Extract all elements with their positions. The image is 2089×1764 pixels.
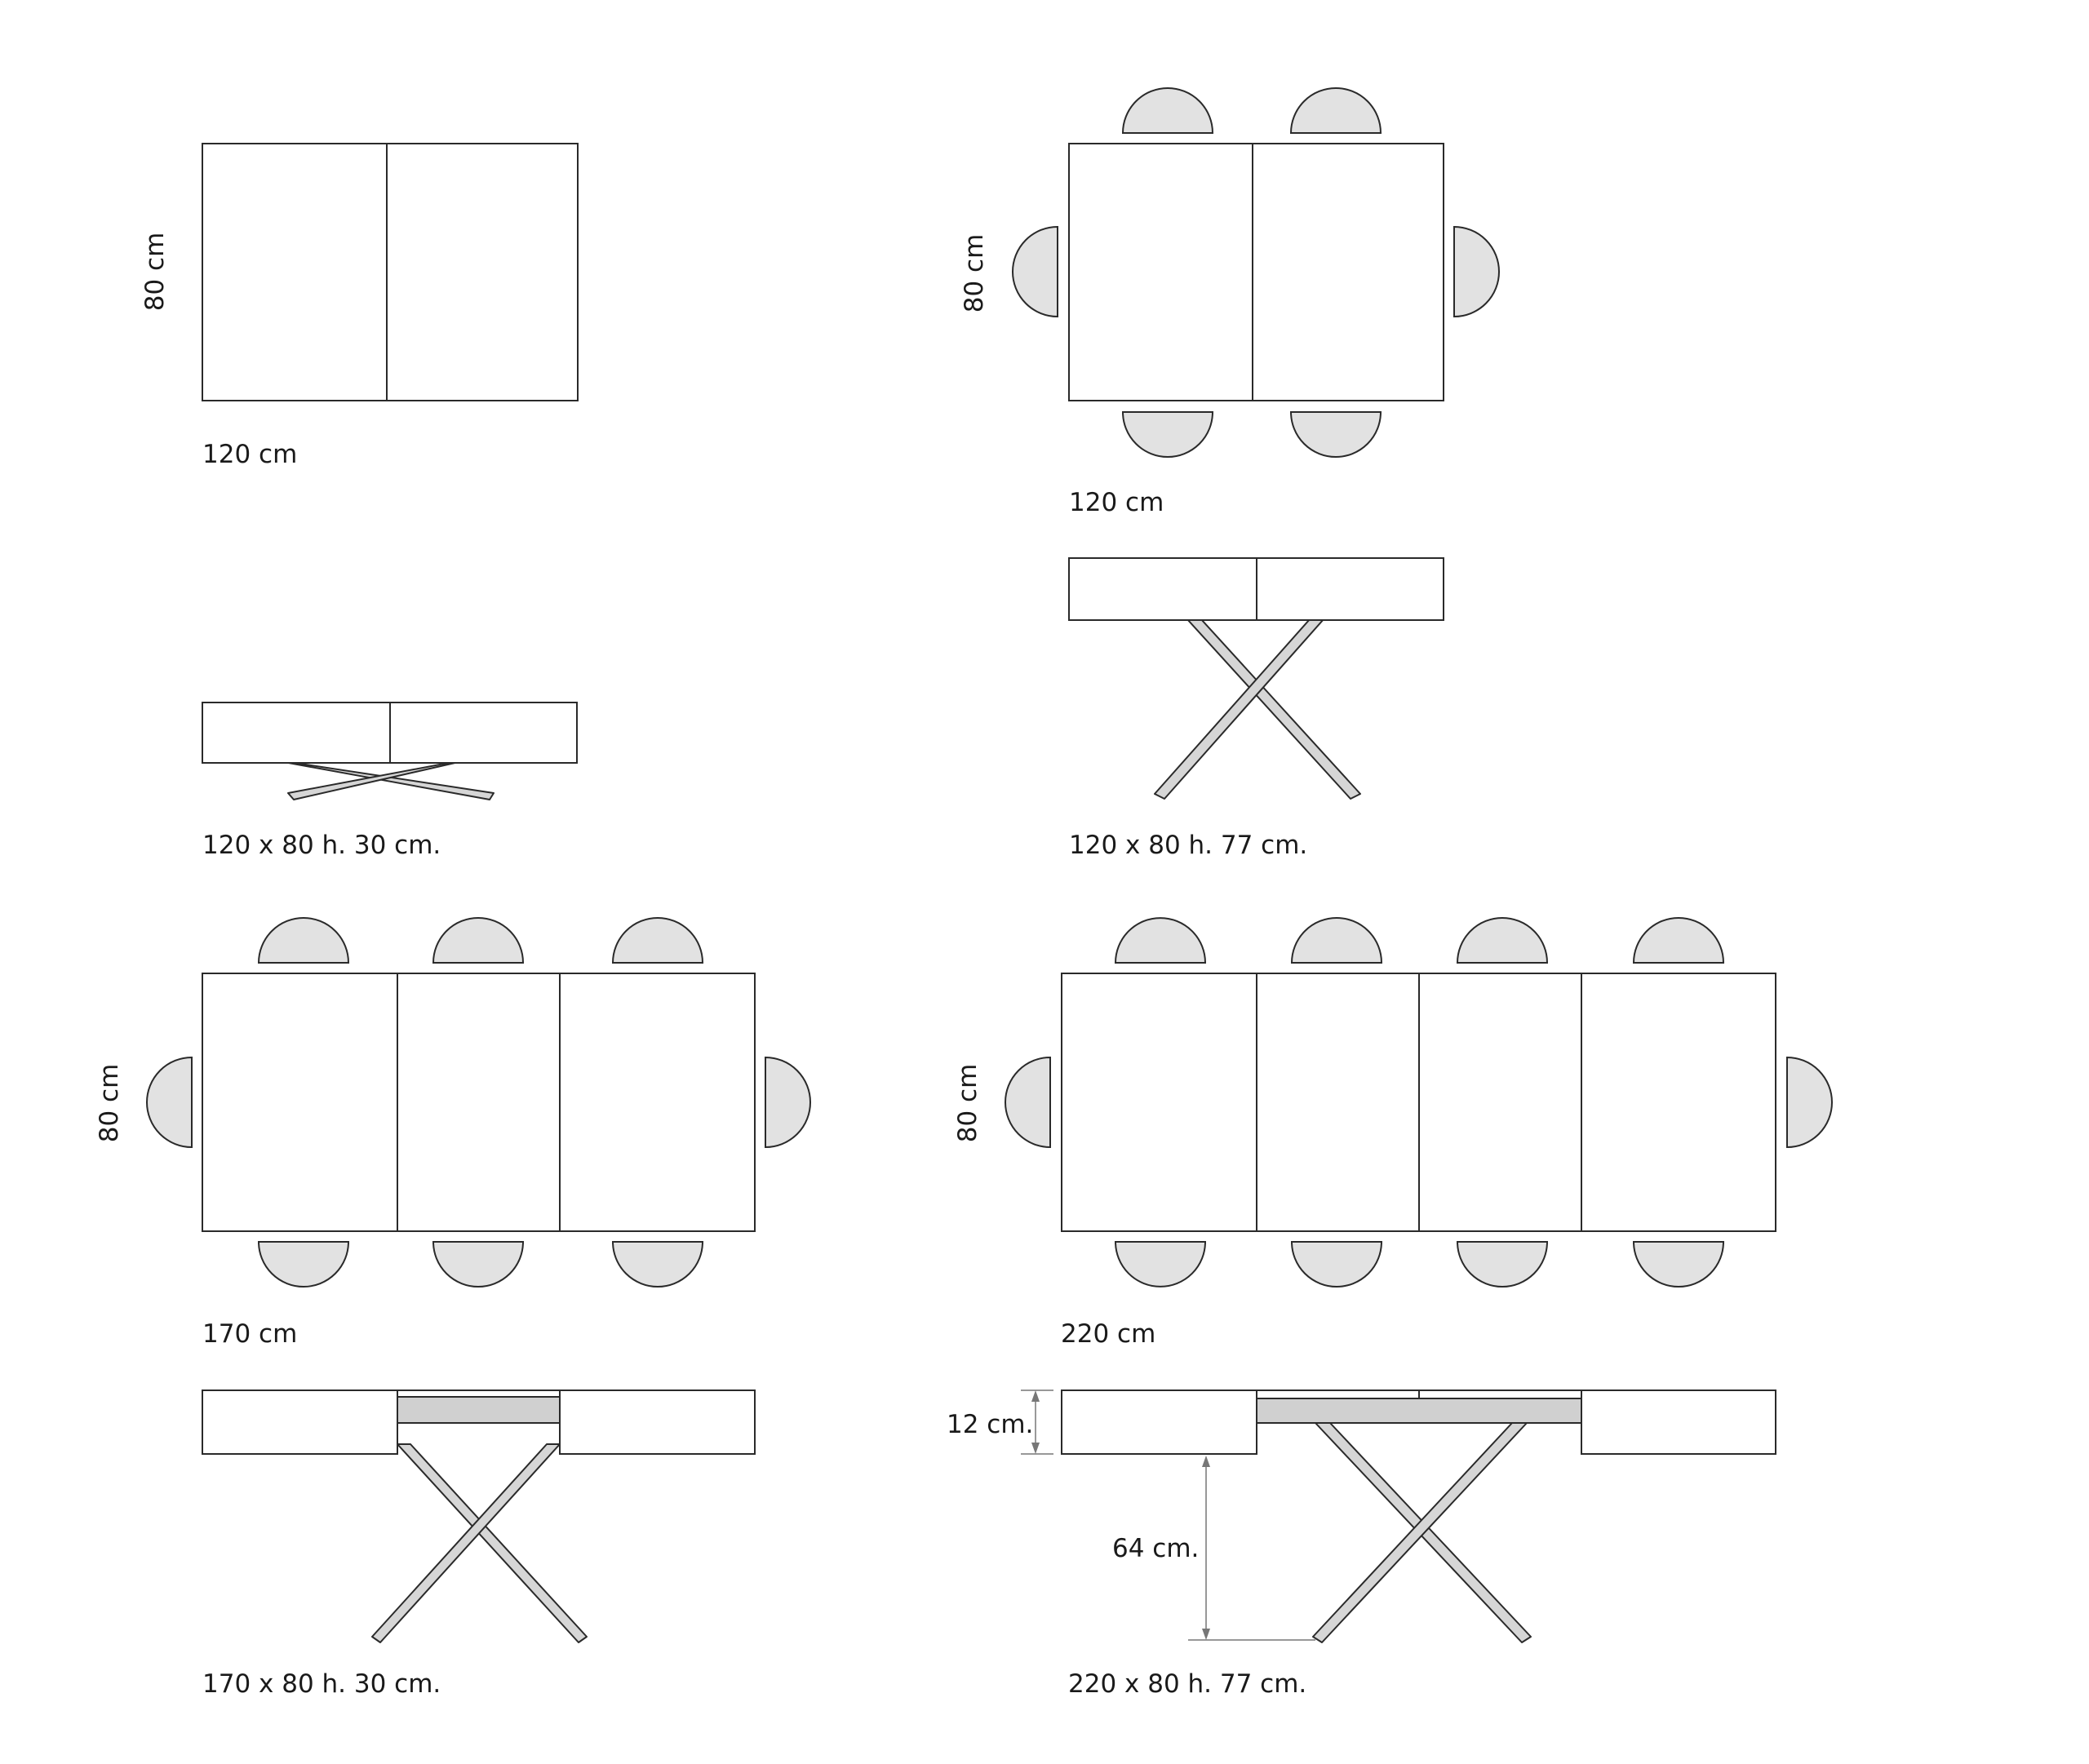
plan-220-with-chairs: 80 cm 220 cm xyxy=(953,917,1833,1349)
chair xyxy=(1786,1056,1833,1149)
dimension-top-thickness: 12 cm. xyxy=(947,1389,1053,1455)
chair xyxy=(257,917,350,964)
height-label-plan-4: 80 cm xyxy=(953,1064,982,1143)
leg-height-label: 64 cm. xyxy=(1112,1534,1199,1563)
width-label-plan-1: 120 cm xyxy=(202,440,297,469)
table-leg xyxy=(1186,618,1361,800)
arrow-up-icon xyxy=(1202,1456,1210,1467)
side-170-caption: 170 x 80 h. 30 cm. xyxy=(202,1669,441,1699)
extension-rail xyxy=(1256,1398,1582,1424)
table-leg xyxy=(371,1443,561,1643)
chair xyxy=(432,1241,525,1288)
extension-rail xyxy=(397,1396,561,1424)
chair xyxy=(1005,1056,1051,1149)
chair xyxy=(257,1241,350,1288)
chair xyxy=(1114,917,1207,964)
table-top-side xyxy=(1581,1389,1776,1455)
table-leg xyxy=(1154,618,1324,800)
chair xyxy=(1632,1241,1725,1288)
chair xyxy=(1121,87,1214,134)
table-top-panel xyxy=(202,143,579,401)
arrow-down-icon xyxy=(1031,1443,1040,1454)
side-220-caption: 220 x 80 h. 77 cm. xyxy=(1068,1669,1306,1699)
width-label-plan-3: 170 cm xyxy=(202,1319,297,1349)
plan-120-with-chairs: 80 cm 120 cm xyxy=(960,87,1500,517)
side-view-high-120: 120 x 80 h. 77 cm. xyxy=(1068,557,1444,860)
arrow-down-icon xyxy=(1202,1629,1210,1640)
chair xyxy=(1289,87,1382,134)
chair xyxy=(1114,1241,1207,1288)
chair xyxy=(1456,1241,1549,1288)
side-view-170: 170 x 80 h. 30 cm. xyxy=(202,1389,756,1699)
chair xyxy=(1290,917,1383,964)
height-label-plan-2: 80 cm xyxy=(960,234,989,313)
chair xyxy=(765,1056,811,1149)
table-top-panel xyxy=(202,973,756,1232)
chair xyxy=(1121,411,1214,458)
height-label-plan-3: 80 cm xyxy=(95,1064,124,1143)
width-label-plan-2: 120 cm xyxy=(1069,488,1164,517)
chair xyxy=(1632,917,1725,964)
side-view-220: 12 cm. 64 cm. 220 x 80 h. 77 cm. xyxy=(947,1389,1776,1699)
table-top-side xyxy=(202,1389,398,1455)
chair xyxy=(1289,411,1382,458)
chair xyxy=(1012,225,1058,318)
width-label-plan-4: 220 cm xyxy=(1061,1319,1155,1349)
table-leg xyxy=(397,1443,588,1643)
table-leg xyxy=(1312,1422,1528,1643)
table-top-side xyxy=(559,1389,756,1455)
chair xyxy=(1456,917,1549,964)
arrow-up-icon xyxy=(1031,1390,1040,1402)
table-top-side xyxy=(1061,1389,1257,1455)
plan-120-no-chairs: 80 cm 120 cm xyxy=(140,143,579,469)
low-table-caption: 120 x 80 h. 30 cm. xyxy=(202,831,441,860)
plan-170-with-chairs: 80 cm 170 cm xyxy=(95,917,811,1349)
chair xyxy=(432,917,525,964)
chair xyxy=(1290,1241,1383,1288)
high-table-caption: 120 x 80 h. 77 cm. xyxy=(1069,831,1307,860)
chair xyxy=(611,917,704,964)
chair xyxy=(611,1241,704,1288)
side-view-low-120: 120 x 80 h. 30 cm. xyxy=(202,702,578,860)
dimension-leg-height: 64 cm. xyxy=(1112,1456,1315,1641)
chair xyxy=(1453,225,1500,318)
height-label-plan-1: 80 cm xyxy=(140,233,170,312)
chair xyxy=(146,1056,193,1149)
top-thickness-label: 12 cm. xyxy=(947,1410,1033,1439)
table-top-panel xyxy=(1068,143,1444,401)
